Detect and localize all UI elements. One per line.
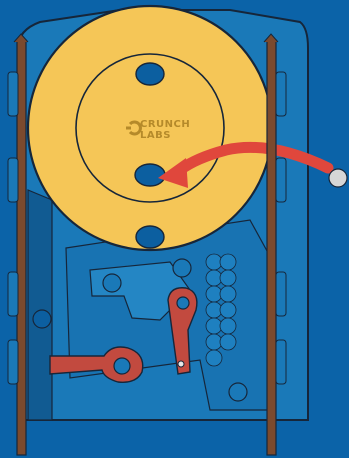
logo-line2: LABS [140, 130, 171, 141]
plate-hole [173, 259, 191, 277]
plate-hole [103, 274, 121, 292]
logo-line1: CRUNCH [140, 119, 190, 130]
left-chute [28, 190, 52, 420]
ball-icon [329, 169, 347, 187]
plate-hole [229, 383, 247, 401]
plate-hole [33, 310, 51, 328]
lower-lever-pivot [114, 358, 130, 374]
upper-lever-pivot [177, 297, 189, 309]
upper-lever-pin [178, 361, 184, 367]
